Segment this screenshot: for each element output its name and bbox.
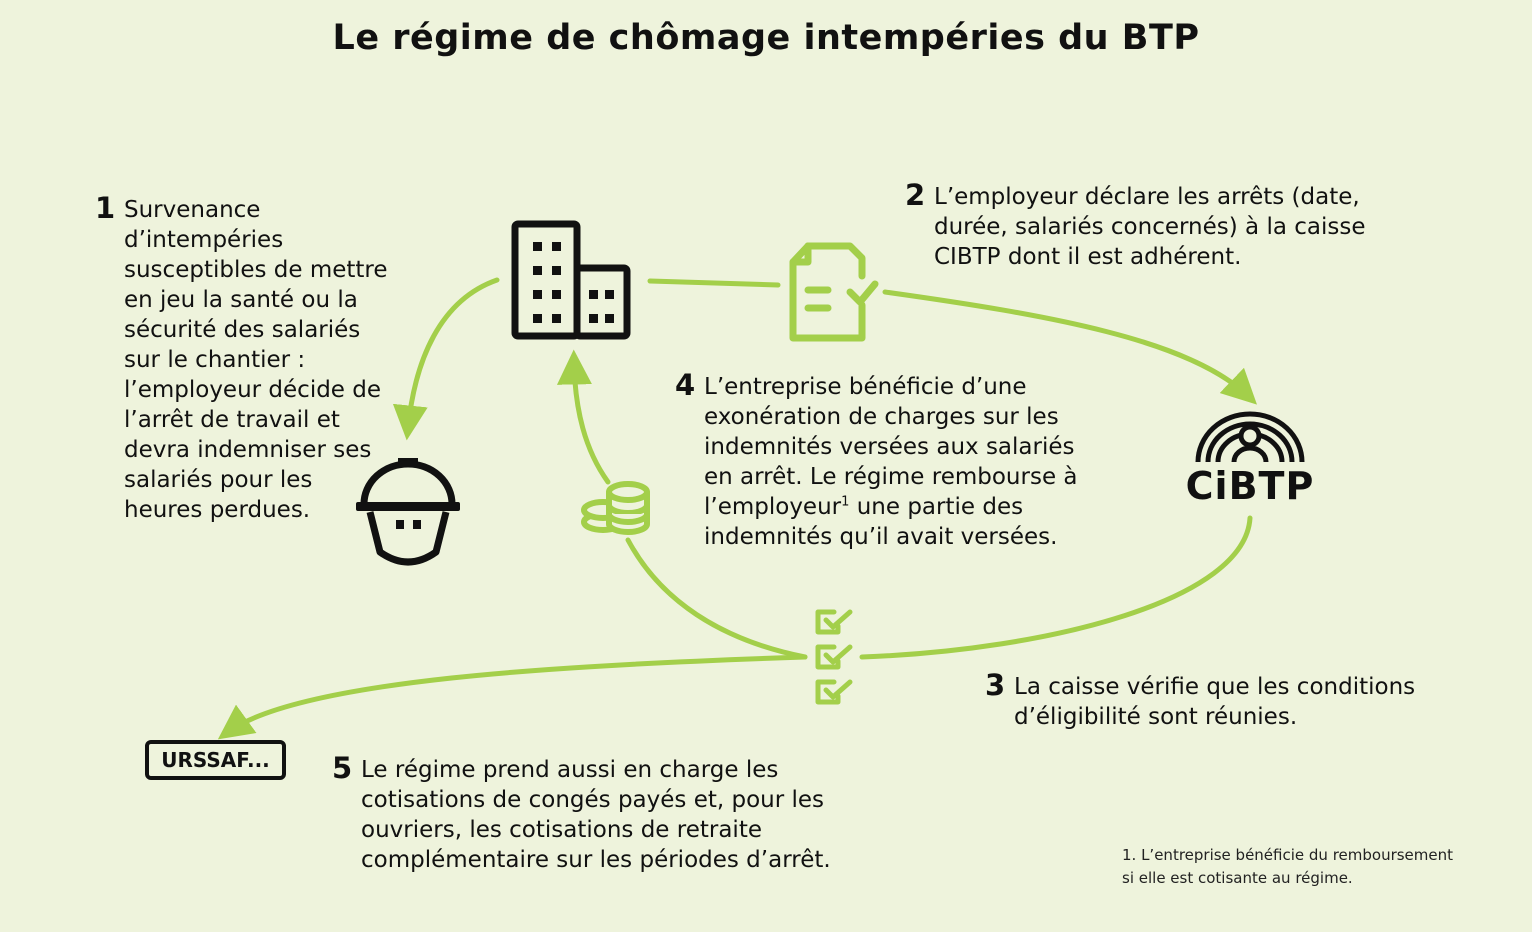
checklist-icon <box>815 609 853 705</box>
step-4-number: 4 <box>675 368 696 402</box>
step-4-text: L’entreprise bénéficie d’une exonération… <box>704 374 1078 550</box>
cibtp-logo: CiBTP <box>1186 411 1315 508</box>
arrow-checklist-to-urssaf <box>217 654 808 740</box>
footnote: 1. L’entreprise bénéficie du rembourseme… <box>1122 844 1453 890</box>
step-5-number: 5 <box>332 751 353 785</box>
step-1: 1 Survenance d’intempéries susceptibles … <box>95 191 395 525</box>
step-2-number: 2 <box>905 178 926 212</box>
arrow-document-to-cibtp <box>882 289 1258 405</box>
step-3-text: La caisse vérifie que les conditions d’é… <box>1014 674 1416 730</box>
arrow-checklist-to-coins <box>625 537 808 660</box>
step-2: 2 L’employeur déclare les arrêts (date, … <box>905 178 1385 272</box>
urssaf-box: URSSAF... <box>145 740 286 780</box>
footnote-marker: 1 <box>841 494 850 510</box>
arrow-coins-to-building <box>556 349 611 485</box>
arrow-building-to-worker <box>392 277 500 441</box>
footnote-line-2: si elle est cotisante au régime. <box>1122 869 1353 887</box>
hard-hat-worker-icon <box>356 458 460 566</box>
arrow-cibtp-to-checklist <box>859 515 1253 660</box>
step-1-number: 1 <box>95 191 116 225</box>
coins-icon <box>581 481 650 535</box>
step-2-text: L’employeur déclare les arrêts (date, du… <box>934 184 1366 270</box>
step-4: 4 L’entreprise bénéficie d’une exonérati… <box>675 368 1095 552</box>
step-5-text: Le régime prend aussi en charge les coti… <box>361 757 831 873</box>
building-icon <box>511 220 631 340</box>
svg-text:CiBTP: CiBTP <box>1186 464 1315 508</box>
document-check-icon <box>789 242 879 342</box>
step-3-number: 3 <box>985 668 1006 702</box>
diagram-title: Le régime de chômage intempéries du BTP <box>332 18 1200 58</box>
step-5: 5 Le régime prend aussi en charge les co… <box>332 751 852 875</box>
footnote-line-1: 1. L’entreprise bénéficie du rembourseme… <box>1122 846 1454 864</box>
step-1-text: Survenance d’intempéries susceptibles de… <box>124 197 388 523</box>
arrow-building-to-document <box>647 278 781 288</box>
step-3: 3 La caisse vérifie que les conditions d… <box>985 668 1445 732</box>
